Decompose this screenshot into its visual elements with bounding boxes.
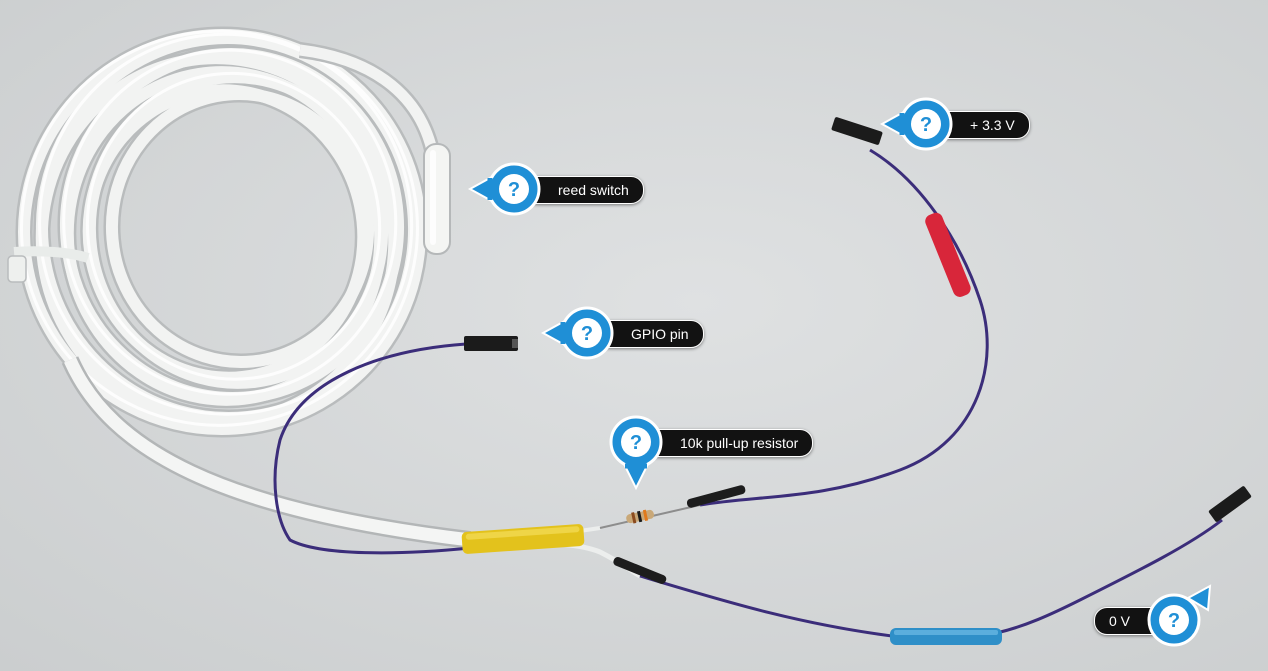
connector-3v3 <box>831 117 883 145</box>
resistor <box>599 504 701 529</box>
connector-0v <box>1208 486 1252 522</box>
question-icon: ? <box>467 162 541 216</box>
reed-switch-lead <box>298 42 440 153</box>
yellow-heatshrink <box>461 524 585 554</box>
red-heatshrink <box>925 212 971 297</box>
connector-gpio <box>464 336 518 351</box>
reed-switch <box>423 143 451 255</box>
question-icon: ? <box>1147 584 1212 647</box>
cable-coil <box>7 26 429 438</box>
question-icon: ? <box>540 306 614 360</box>
hotspot-label: 10k pull-up resistor <box>646 429 814 457</box>
hotspot-label: + 3.3 V <box>936 111 1030 139</box>
question-icon: ? <box>609 415 663 491</box>
svg-text:?: ? <box>508 179 520 201</box>
svg-text:?: ? <box>581 323 593 345</box>
svg-text:?: ? <box>630 432 642 454</box>
svg-text:?: ? <box>920 114 932 136</box>
hotspot-label: GPIO pin <box>597 320 704 348</box>
black-sleeves <box>613 485 746 584</box>
question-icon: ? <box>879 97 953 151</box>
hotspot-label: reed switch <box>524 176 644 204</box>
blue-heatshrink <box>890 628 1002 645</box>
svg-text:?: ? <box>1168 610 1180 632</box>
